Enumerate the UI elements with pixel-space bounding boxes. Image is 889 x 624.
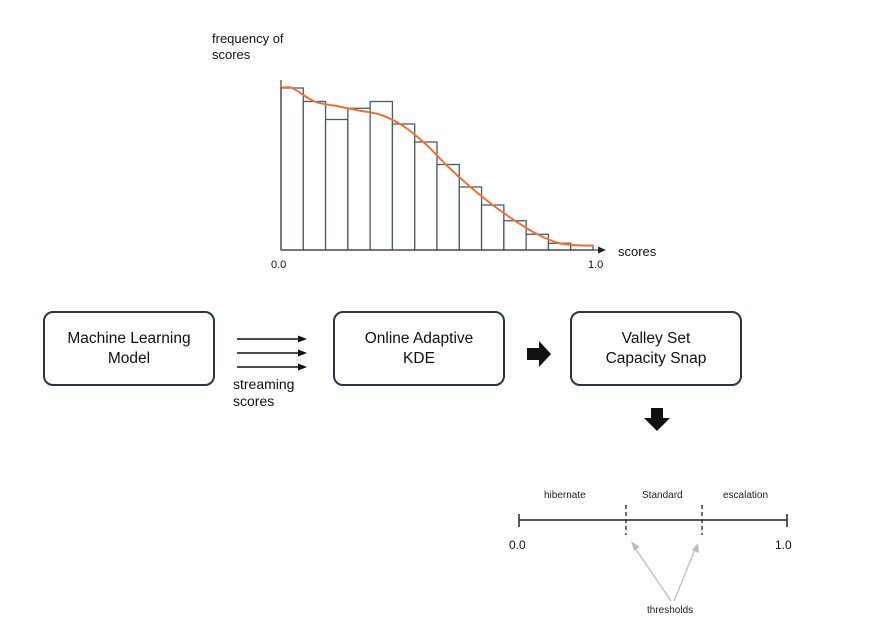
thresholds-label: thresholds bbox=[647, 605, 694, 616]
zone-label-standard: Standard bbox=[642, 490, 683, 501]
capacity-snap-box: Valley Set Capacity Snap bbox=[570, 311, 742, 386]
stream-arrows bbox=[237, 338, 300, 368]
threshold-axis-end-tick: 1.0 bbox=[775, 538, 792, 552]
zone-label-escalation: escalation bbox=[723, 490, 769, 501]
histogram-x-start-tick: 0.0 bbox=[271, 259, 287, 271]
kde-curve bbox=[280, 86, 594, 247]
x-axis-arrowhead bbox=[598, 246, 606, 254]
histogram-bar bbox=[369, 100, 394, 251]
histogram-x-end-tick: 1.0 bbox=[588, 259, 604, 271]
block-arrow-right bbox=[527, 341, 551, 367]
pointer-arrowhead-right bbox=[692, 543, 699, 553]
histogram-bar bbox=[391, 123, 416, 251]
histogram-y-label: frequency of scores bbox=[212, 31, 284, 62]
histogram-bar bbox=[302, 100, 327, 251]
histogram-bar bbox=[436, 163, 460, 251]
block-arrow-down bbox=[644, 408, 670, 431]
pointer-arrowhead-left bbox=[631, 541, 640, 551]
ml-model-box: Machine Learning Model bbox=[43, 311, 215, 386]
online-kde-box: Online Adaptive KDE bbox=[333, 311, 505, 386]
histogram-bar bbox=[458, 186, 483, 251]
histogram-bar bbox=[347, 107, 371, 251]
threshold-pointer-arrows bbox=[632, 544, 697, 602]
histogram-bar bbox=[525, 233, 550, 251]
streaming-scores-label: streaming scores bbox=[233, 376, 295, 409]
histogram-bar bbox=[414, 141, 438, 251]
histogram-bar bbox=[280, 87, 304, 251]
histogram-bars bbox=[280, 87, 594, 251]
ml-model-label: Machine Learning Model bbox=[67, 329, 191, 367]
histogram-x-label: scores bbox=[618, 244, 657, 259]
capacity-snap-label: Valley Set Capacity Snap bbox=[605, 329, 707, 367]
stream-arrowheads bbox=[298, 335, 307, 371]
zone-label-hibernate: hibernate bbox=[544, 490, 586, 501]
threshold-axis-start-tick: 0.0 bbox=[509, 538, 526, 552]
online-kde-label: Online Adaptive KDE bbox=[364, 329, 474, 367]
histogram-bar bbox=[324, 118, 349, 251]
